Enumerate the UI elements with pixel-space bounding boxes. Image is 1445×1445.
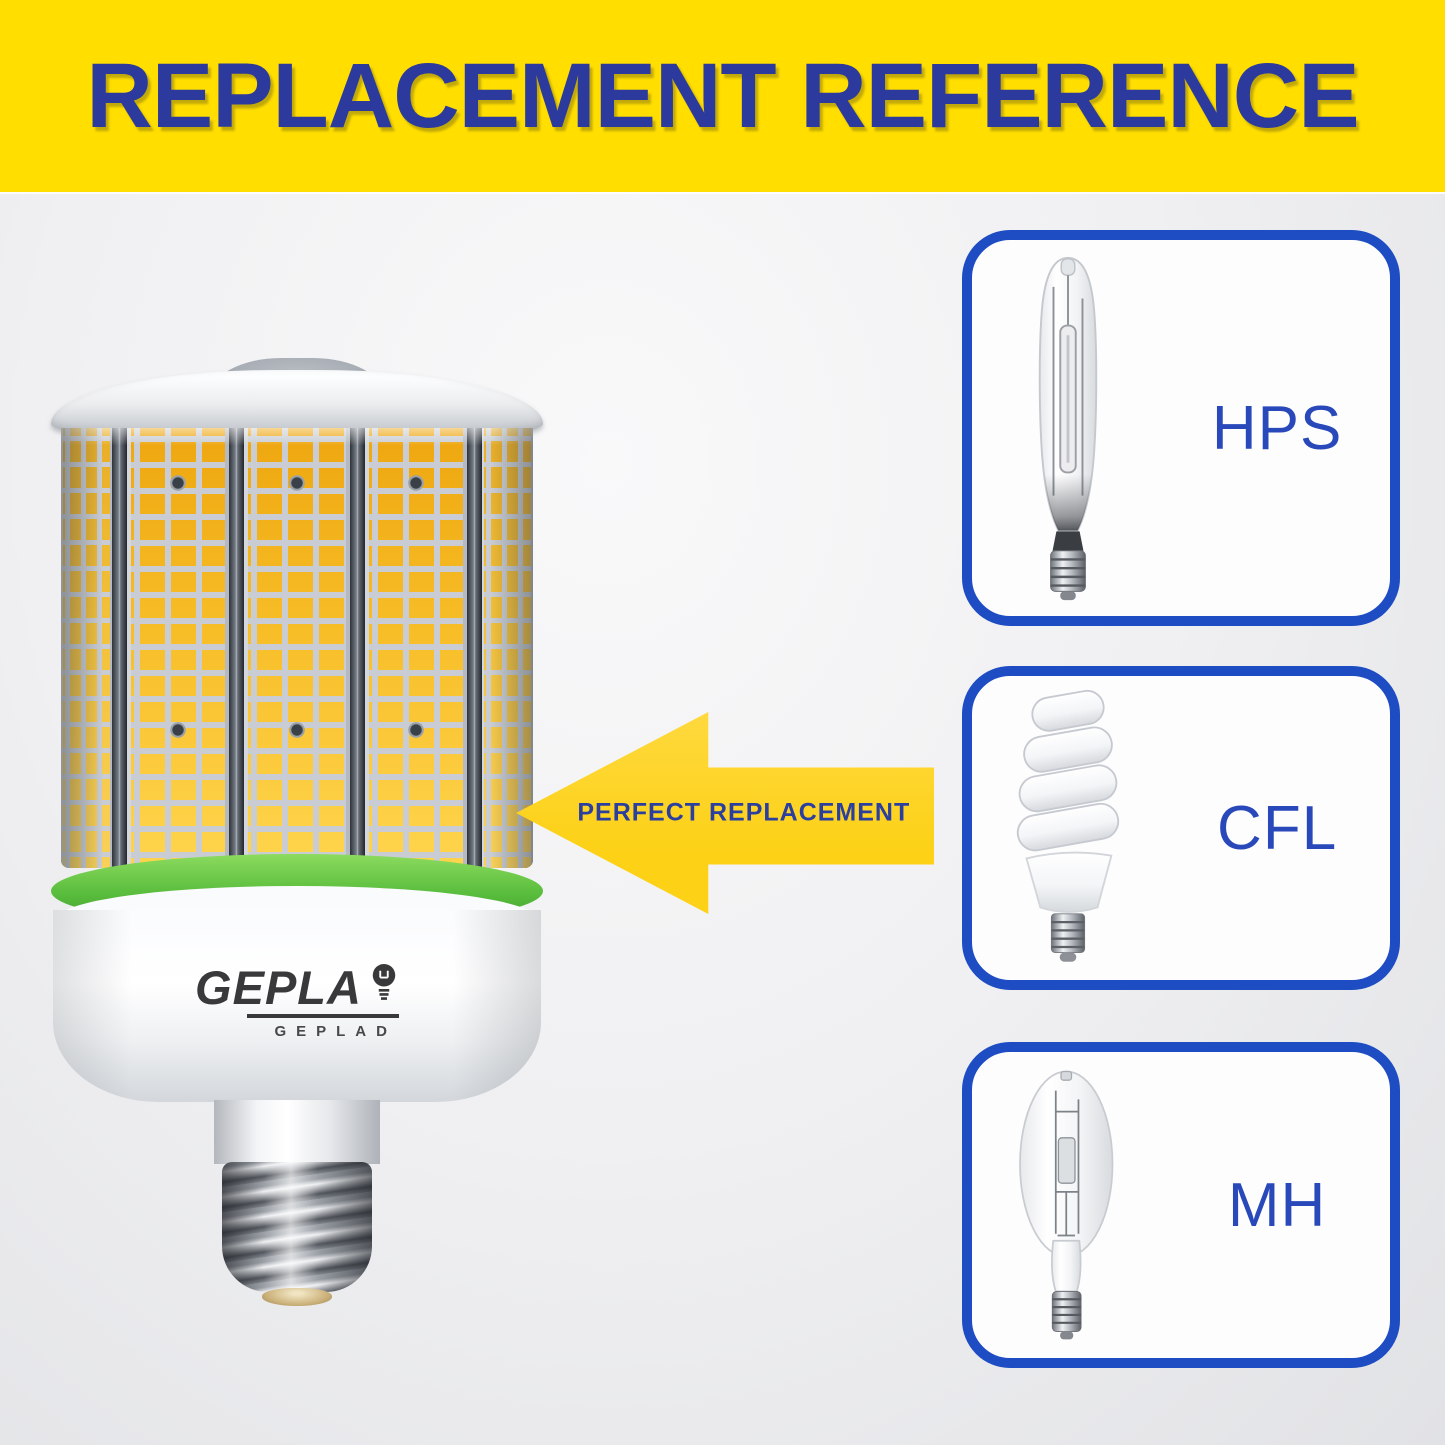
- hps-bulb-svg: [1038, 256, 1098, 601]
- base-contact-tip: [262, 1288, 332, 1306]
- replacement-type-label: MH: [1227, 1170, 1327, 1240]
- heatsink-fin: [229, 428, 245, 868]
- mh-bulb-image: [972, 1061, 1164, 1349]
- replacement-type-label: CFL: [1217, 793, 1338, 863]
- replacement-type-label: HPS: [1211, 393, 1343, 463]
- bulb-housing: GEPLA GEPLAD: [53, 910, 541, 1102]
- brand-logo-subtext: GEPLAD: [274, 1023, 397, 1040]
- brand-logo-row: GEPLA: [195, 964, 399, 1011]
- led-strip: [244, 428, 350, 868]
- led-strip: [61, 428, 113, 868]
- replacement-card-cfl: CFL: [962, 666, 1400, 990]
- cfl-bulb-image: [972, 685, 1164, 971]
- screw-base-e39: [222, 1162, 372, 1292]
- mh-bulb-svg: [1019, 1070, 1114, 1340]
- led-strip: [127, 428, 230, 868]
- bulb-led-body: [61, 428, 533, 868]
- lightbulb-icon: [372, 964, 396, 1000]
- header-banner: REPLACEMENT REFERENCE: [0, 0, 1445, 192]
- heatsink-fin: [112, 428, 128, 868]
- led-corn-bulb-image: GEPLA GEPLAD: [51, 358, 543, 1322]
- bulb-neck: [214, 1100, 380, 1164]
- arrow-label: PERFECT REPLACEMENT: [577, 798, 911, 827]
- brand-logo-text: GEPLA: [195, 961, 362, 1014]
- led-strip: [364, 428, 467, 868]
- brand-logo: GEPLA GEPLAD: [195, 964, 399, 1040]
- replacement-card-hps: HPS: [962, 230, 1400, 626]
- hps-bulb-image: [972, 254, 1164, 602]
- replacement-card-mh: MH: [962, 1042, 1400, 1368]
- led-strip: [481, 428, 533, 868]
- cfl-bulb-svg: [1016, 689, 1120, 962]
- logo-underline: [247, 1014, 399, 1018]
- page-title: REPLACEMENT REFERENCE: [86, 44, 1359, 147]
- heatsink-fin: [466, 428, 482, 868]
- heatsink-fin: [349, 428, 365, 868]
- replacement-arrow left-arrow-icon: PERFECT REPLACEMENT: [516, 712, 934, 914]
